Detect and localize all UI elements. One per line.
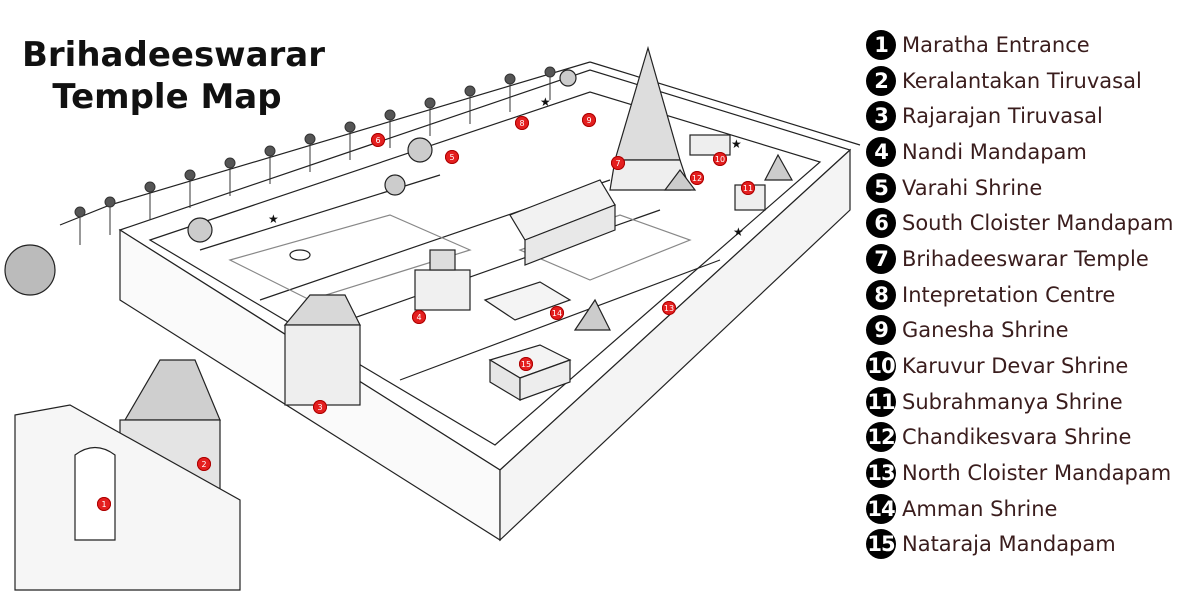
legend-label: Chandikesvara Shrine [902, 425, 1132, 450]
legend-label: South Cloister Mandapam [902, 211, 1174, 236]
legend-number-badge: 2 [866, 65, 896, 96]
legend-label: North Cloister Mandapam [902, 461, 1172, 486]
legend-number-badge: 5 [866, 172, 896, 203]
legend-number-badge: 15 [866, 529, 896, 560]
map-marker-8[interactable]: 8 [515, 116, 529, 130]
legend-label: Karuvur Devar Shrine [902, 354, 1129, 379]
map-marker-15[interactable]: 15 [519, 357, 533, 371]
map-marker-6[interactable]: 6 [371, 133, 385, 147]
legend-number-badge: 8 [866, 279, 896, 310]
legend-number-badge: 12 [866, 422, 896, 453]
legend-label: Rajarajan Tiruvasal [902, 104, 1103, 129]
map-marker-9[interactable]: 9 [582, 113, 596, 127]
map-marker-7[interactable]: 7 [611, 156, 625, 170]
legend-number-badge: 4 [866, 136, 896, 167]
legend-number-badge: 9 [866, 315, 896, 346]
svg-text:★: ★ [540, 95, 551, 109]
legend-number-badge: 7 [866, 243, 896, 274]
legend-number-badge: 1 [866, 29, 896, 60]
map-marker-1[interactable]: 1 [97, 497, 111, 511]
legend-label: Nandi Mandapam [902, 139, 1087, 164]
legend-label: Keralantakan Tiruvasal [902, 68, 1142, 93]
map-marker-3[interactable]: 3 [313, 400, 327, 414]
legend-number-badge: 3 [866, 101, 896, 132]
svg-text:★: ★ [268, 212, 279, 226]
palm-trees [74, 66, 556, 245]
map-title: Brihadeeswarar Temple Map [22, 34, 326, 118]
legend-number-badge: 6 [866, 208, 896, 239]
legend-label: Brihadeeswarar Temple [902, 246, 1149, 271]
map-marker-10[interactable]: 10 [713, 152, 727, 166]
map-marker-2[interactable]: 2 [197, 457, 211, 471]
map-marker-11[interactable]: 11 [741, 181, 755, 195]
legend-label: Maratha Entrance [902, 32, 1090, 57]
map-title-line-2: Temple Map [52, 77, 282, 117]
map-marker-14[interactable]: 14 [550, 306, 564, 320]
legend-number-badge: 14 [866, 493, 896, 524]
map-marker-5[interactable]: 5 [445, 150, 459, 164]
map-marker-4[interactable]: 4 [412, 310, 426, 324]
svg-text:★: ★ [733, 225, 744, 239]
svg-text:★: ★ [731, 137, 742, 151]
legend-number-badge: 13 [866, 458, 896, 489]
map-title-line-1: Brihadeeswarar [22, 35, 326, 75]
map-marker-13[interactable]: 13 [662, 301, 676, 315]
legend-label: Intepretation Centre [902, 282, 1116, 307]
legend-label: Ganesha Shrine [902, 318, 1069, 343]
legend-label: Varahi Shrine [902, 175, 1043, 200]
map-marker-12[interactable]: 12 [690, 171, 704, 185]
legend-number-badge: 11 [866, 386, 896, 417]
legend-label: Amman Shrine [902, 496, 1058, 521]
legend-label: Nataraja Mandapam [902, 532, 1116, 557]
legend-number-badge: 10 [866, 351, 896, 382]
legend-label: Subrahmanya Shrine [902, 389, 1123, 414]
